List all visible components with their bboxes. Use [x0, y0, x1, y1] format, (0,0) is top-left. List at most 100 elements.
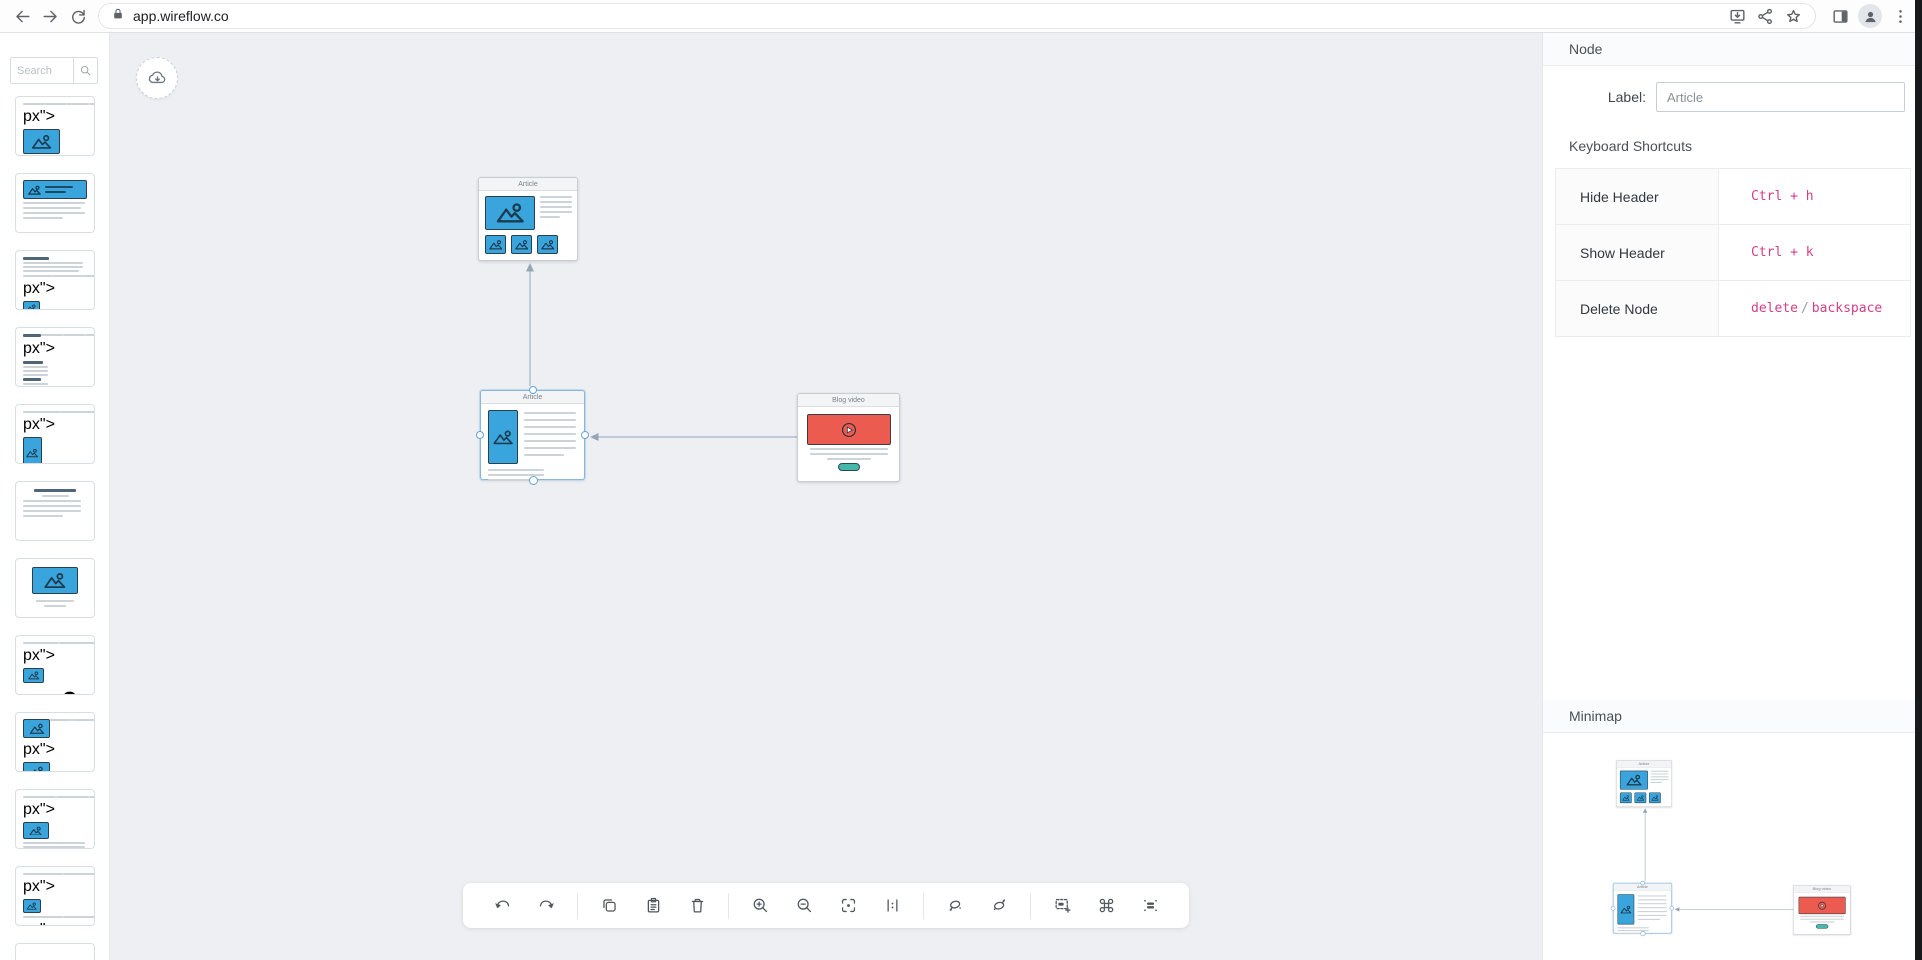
minimap-header: Minimap — [1543, 700, 1922, 733]
node-section-title: Node — [1569, 41, 1603, 57]
image-placeholder — [23, 719, 50, 738]
redo-button[interactable] — [529, 889, 563, 923]
connection-handle-right[interactable] — [581, 431, 589, 439]
paint-edges-icon — [993, 899, 1005, 911]
connection-handle-bottom[interactable] — [1640, 931, 1646, 937]
zoom-in-button[interactable] — [743, 889, 777, 923]
search-icon — [80, 65, 91, 76]
add-to-selection-button[interactable] — [1045, 889, 1079, 923]
bookmark-button[interactable] — [1779, 2, 1807, 30]
install-icon — [1729, 9, 1745, 24]
shortcut-action: Delete Node — [1555, 280, 1719, 337]
connection-handle-top[interactable] — [1640, 880, 1645, 886]
minimap-node-article-selected: Article — [1610, 880, 1718, 960]
node-label-input[interactable] — [1656, 82, 1905, 112]
template-thumbnail-banner-article[interactable] — [15, 173, 95, 233]
fit-view-icon — [841, 898, 855, 913]
template-thumbnail-two-column-text[interactable]: px"> — [15, 327, 95, 387]
flow-node-article-top[interactable]: Article — [478, 177, 578, 261]
add-to-selection-icon — [1055, 898, 1071, 913]
image-placeholder — [23, 301, 40, 309]
node-header: Article — [479, 178, 577, 191]
share-icon — [1757, 8, 1772, 24]
template-thumbnail-partial[interactable] — [15, 943, 95, 960]
connection-handle-bottom[interactable] — [528, 476, 538, 485]
template-thumbnail-media-text[interactable]: px"> — [15, 789, 95, 849]
zoom-out-button[interactable] — [787, 889, 821, 923]
multi-select-icon — [1099, 898, 1113, 913]
shortcut-keys: delete/backspace — [1718, 280, 1911, 337]
image-placeholder — [1617, 894, 1635, 925]
flow-node-article-selected[interactable]: Article — [476, 386, 589, 485]
connection-handle-left[interactable] — [1610, 905, 1616, 911]
auto-align-icon — [1143, 899, 1157, 912]
image-placeholder — [485, 196, 535, 230]
url-text[interactable]: app.wireflow.co — [133, 8, 229, 24]
search-input[interactable] — [11, 58, 73, 83]
spacing-button[interactable] — [875, 889, 909, 923]
profile-avatar[interactable] — [1858, 4, 1882, 28]
node-header: Blog video — [798, 394, 899, 407]
template-thumbnail-zigzag-media[interactable]: px">px"> — [15, 635, 95, 695]
side-panel-button[interactable] — [1826, 2, 1854, 30]
image-placeholder — [1649, 792, 1661, 804]
star-icon — [1786, 9, 1800, 22]
template-list: px">px">px">px">px">px">px">px">px">px"> — [0, 96, 109, 960]
connection-handle-left[interactable] — [476, 431, 484, 439]
image-placeholder — [23, 129, 60, 154]
reload-icon — [71, 9, 85, 24]
template-thumbnail-article-inline-image[interactable]: px"> — [15, 250, 95, 310]
paint-nodes-button[interactable] — [938, 889, 972, 923]
image-placeholder — [485, 235, 506, 254]
share-button[interactable] — [1751, 2, 1779, 30]
paste-button[interactable] — [636, 889, 670, 923]
paint-edges-button[interactable] — [982, 889, 1016, 923]
templates-sidebar: px">px">px">px">px">px">px">px">px">px"> — [0, 33, 110, 960]
template-thumbnail-list-items[interactable]: px">px"> — [15, 866, 95, 926]
node-label: Article — [1636, 884, 1648, 889]
flow-node-blog-video[interactable]: Blog video — [797, 393, 900, 482]
fit-view-button[interactable] — [831, 889, 865, 923]
shortcuts-title: Keyboard Shortcuts — [1569, 138, 1692, 154]
template-thumbnail-hero-gallery[interactable]: px"> — [15, 96, 95, 156]
node-label: Article — [1638, 761, 1650, 766]
delete-button[interactable] — [680, 889, 714, 923]
canvas-toolbar — [463, 883, 1189, 928]
undo-icon — [494, 900, 509, 909]
connection-handle-right[interactable] — [1669, 905, 1675, 911]
template-thumbnail-two-cards[interactable]: px"> — [15, 712, 95, 772]
template-thumbnail-portrait-article[interactable]: px"> — [15, 404, 95, 464]
multi-select-button[interactable] — [1089, 889, 1123, 923]
node-header: Article — [481, 391, 584, 404]
duplicate-button[interactable] — [592, 889, 626, 923]
paint-nodes-icon — [948, 900, 961, 911]
template-thumbnail-hero-image[interactable] — [15, 558, 95, 618]
template-thumbnail-title-text[interactable] — [15, 481, 95, 541]
menu-button[interactable] — [1886, 2, 1914, 30]
node-label: Blog video — [832, 396, 865, 404]
cloud-sync-button[interactable] — [136, 57, 178, 99]
lock-icon — [111, 7, 125, 26]
node-label: Blog video — [1812, 886, 1831, 891]
image-placeholder — [1634, 792, 1647, 804]
toolbar-separator — [1030, 892, 1031, 919]
install-app-button[interactable] — [1723, 2, 1751, 30]
paste-icon — [647, 897, 659, 913]
label-field-row: Label: — [1543, 82, 1905, 112]
search-button[interactable] — [73, 58, 97, 83]
flow-node-article-top: Article — [1616, 760, 1672, 808]
toolbar-separator — [728, 892, 729, 919]
video-placeholder — [1798, 896, 1846, 915]
auto-align-button[interactable] — [1133, 889, 1167, 923]
omnibox[interactable]: app.wireflow.co — [98, 3, 1816, 29]
forward-button[interactable] — [36, 2, 64, 30]
reload-button[interactable] — [64, 2, 92, 30]
toolbar-separator — [577, 892, 578, 919]
back-button[interactable] — [8, 2, 36, 30]
connection-handle-top[interactable] — [528, 386, 537, 394]
flow-edges — [526, 263, 797, 441]
undo-button[interactable] — [485, 889, 519, 923]
